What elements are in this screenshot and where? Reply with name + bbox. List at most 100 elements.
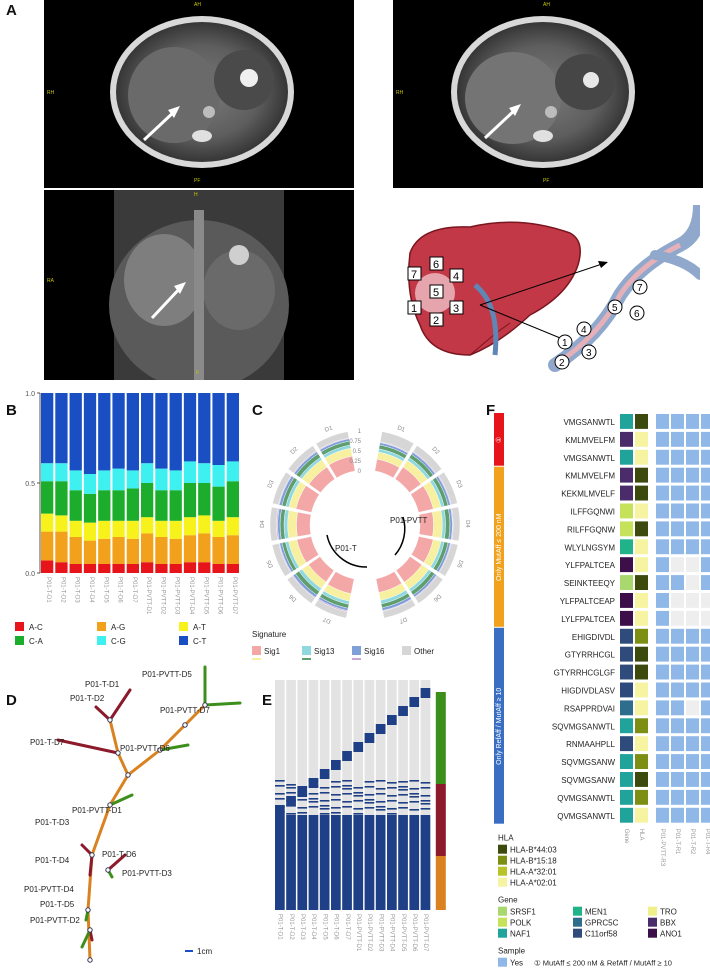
svg-text:1: 1 <box>411 303 417 315</box>
b-bar-seg <box>69 520 82 537</box>
f-gene-legend-title: Gene <box>498 896 518 905</box>
f-sample-cell <box>671 736 684 752</box>
b-bar-seg <box>169 490 182 521</box>
d-node <box>107 717 113 723</box>
b-bar-seg <box>169 470 182 491</box>
f-sample-cell <box>686 414 699 429</box>
f-gene-legend-swatch <box>573 917 582 927</box>
e-shared-line <box>375 780 386 782</box>
d-leaf-label: P01-PVTT-D1 <box>72 806 122 815</box>
f-column-label: HLA <box>638 829 644 841</box>
c-sector-label: D4 <box>260 520 266 528</box>
b-bar-seg <box>226 393 239 462</box>
e-shared-block <box>297 815 308 910</box>
b-legend-label: C-G <box>111 637 126 646</box>
b-bar-seg <box>212 537 225 564</box>
c-legend-label: Sig16 <box>364 647 385 656</box>
svg-text:5: 5 <box>612 303 618 314</box>
mri-label-pf-2: PF <box>543 178 550 184</box>
e-shared-block <box>319 815 330 910</box>
e-shared-line <box>275 780 285 782</box>
e-shared-line <box>364 807 375 809</box>
c-sector-label: D1 <box>324 425 334 434</box>
f-hla-cell <box>635 754 648 769</box>
c-sector-label: D7 <box>398 615 408 624</box>
b-bar-seg <box>169 538 182 564</box>
b-bar-seg <box>41 481 54 514</box>
e-shared-line <box>331 812 341 814</box>
b-bar-seg <box>98 470 111 491</box>
e-shared-line <box>420 808 431 810</box>
b-bar-seg <box>226 481 239 518</box>
b-bar-seg <box>212 393 225 465</box>
b-bar-seg <box>155 537 168 564</box>
d-branch <box>116 751 130 777</box>
e-shared-block <box>375 815 386 910</box>
b-bar-seg <box>198 483 211 516</box>
mri-label-pf: PF <box>194 178 201 184</box>
f-hla-cell <box>635 539 648 555</box>
c-sector-band <box>432 510 443 539</box>
b-bar-seg <box>141 533 154 563</box>
e-shared-line <box>297 794 308 796</box>
f-gene-legend-label: POLK <box>510 919 532 928</box>
d-branch <box>126 748 162 777</box>
f-sample-cell <box>671 485 684 501</box>
c-sector-label: D6 <box>432 593 442 603</box>
e-shared-line <box>319 813 330 815</box>
c-group-label-t: P01-T <box>335 544 357 553</box>
e-shared-line <box>420 803 431 805</box>
f-gene-cell <box>620 700 633 716</box>
f-peptide-label: GTYRRHCGLGF <box>554 669 615 678</box>
c-legend-label: Other <box>414 647 434 656</box>
f-sample-cell <box>656 503 669 519</box>
b-bar-seg <box>141 562 154 573</box>
f-sample-cell <box>686 503 699 519</box>
c-sector-band <box>451 506 461 542</box>
f-sample-cell <box>656 718 669 734</box>
e-xtick-label: P01-T-D7 <box>344 914 350 940</box>
c-sector-band <box>272 471 292 506</box>
f-peptide-label: WLYLNGSYM <box>564 543 615 552</box>
e-column <box>286 680 296 910</box>
d-node <box>125 772 131 778</box>
e-shared-line <box>319 787 330 789</box>
b-bar-seg <box>212 520 225 537</box>
c-legend-swatch <box>302 658 311 660</box>
e-shared-line <box>387 800 397 802</box>
c-sector-band <box>414 575 444 604</box>
f-gene-legend-label: MEN1 <box>585 908 608 917</box>
c-sector-band <box>315 431 350 450</box>
e-shared-line <box>308 780 319 782</box>
b-bar-seg <box>126 520 139 539</box>
f-hla-cell <box>635 431 648 447</box>
b-bar-seg <box>98 393 111 471</box>
e-shared-line <box>308 801 319 803</box>
b-bar-seg <box>212 564 225 573</box>
b-bar-seg <box>126 488 139 521</box>
e-shared-line <box>297 799 308 801</box>
svg-text:6: 6 <box>634 309 640 320</box>
f-gene-cell <box>620 467 633 483</box>
b-bar-seg <box>98 538 111 564</box>
e-shared-block <box>331 815 341 910</box>
f-peptide-label: KMLMVELFM <box>565 436 615 445</box>
f-peptide-label: QVMGSANWTL <box>557 812 615 821</box>
b-xtick-label: P01-T-D2 <box>59 577 65 603</box>
f-sample-cell <box>701 736 710 752</box>
d-leaf-label: P01-T-D3 <box>35 818 70 827</box>
e-shared-line <box>409 793 420 795</box>
c-legend-title: Signature <box>252 630 287 639</box>
e-shared-line <box>308 785 319 787</box>
e-shared-line <box>308 806 319 808</box>
b-bar-seg <box>183 517 197 536</box>
f-peptide-label: YLFPALTCEA <box>565 561 616 570</box>
f-gene-cell <box>620 664 633 680</box>
f-sample-cell <box>701 664 710 680</box>
e-shared-line <box>286 784 296 786</box>
e-shared-block <box>398 815 408 910</box>
e-shared-line <box>353 787 364 789</box>
svg-text:3: 3 <box>453 303 459 315</box>
c-legend-label: Sig15 <box>314 659 335 660</box>
d-branch <box>88 853 94 877</box>
